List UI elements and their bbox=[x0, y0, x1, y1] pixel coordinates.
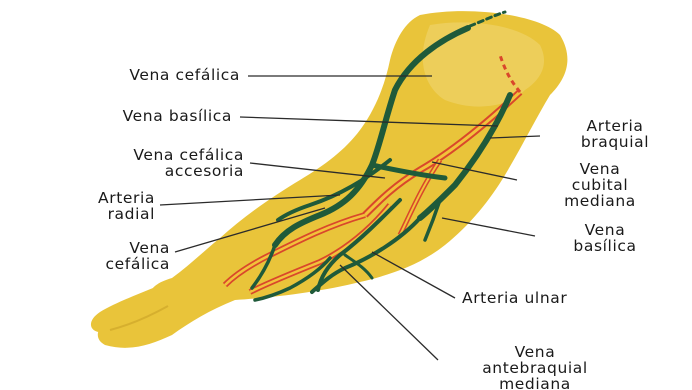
leader-vena-antebraquial-mediana bbox=[340, 265, 438, 360]
label-arteria-radial: Arteria radial bbox=[10, 190, 155, 222]
label-vena-antebraquial-mediana: Vena antebraquial mediana bbox=[445, 344, 625, 390]
label-vena-basilica-top: Vena basílica bbox=[10, 108, 232, 124]
label-arteria-braquial: Arteria braquial bbox=[545, 118, 685, 150]
label-vena-cubital-mediana: Vena cubital mediana bbox=[520, 161, 680, 209]
label-vena-cefalica-low: Vena cefálica bbox=[10, 240, 170, 272]
label-arteria-ulnar: Arteria ulnar bbox=[462, 290, 682, 306]
label-vena-cefalica-top: Vena cefálica bbox=[10, 67, 240, 83]
label-vena-basilica-right: Vena basílica bbox=[540, 222, 670, 254]
label-vena-cefalica-accesoria: Vena cefálica accesoria bbox=[10, 147, 244, 179]
